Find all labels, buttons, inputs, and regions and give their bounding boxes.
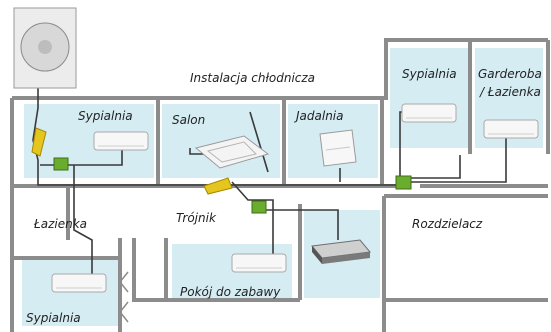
walls <box>10 38 550 332</box>
console-unit-jadalnia <box>319 129 357 167</box>
branch-box-center <box>251 200 267 214</box>
room-sypialnia-right <box>390 48 468 148</box>
label-rozdzielacz: Rozdzielacz <box>412 217 483 231</box>
cassette-unit-salon <box>194 135 270 169</box>
indoor-unit-pokoj <box>231 253 287 273</box>
label-sypialnia-bottom: Sypialnia <box>26 311 81 325</box>
branch-fittings <box>31 127 412 214</box>
label-jadalnia: Jadalnia <box>294 109 344 123</box>
indoor-unit-sypialnia-bottom <box>51 273 107 293</box>
door-marks <box>119 271 129 323</box>
ducted-unit <box>311 239 371 264</box>
room-sypialnia-bottom <box>22 260 118 326</box>
label-garderoba-line1: Garderoba <box>478 67 542 81</box>
label-salon: Salon <box>172 113 205 127</box>
label-sypialnia-top: Sypialnia <box>78 109 133 123</box>
tee-fitting-center <box>203 177 233 195</box>
label-lazienka: Łazienka <box>33 217 87 231</box>
label-sypialnia-right: Sypialnia <box>402 67 457 81</box>
label-instalacja: Instalacja chłodnicza <box>190 71 315 85</box>
branch-box-rozdzielacz <box>395 175 412 190</box>
label-trojnik: Trójnik <box>176 211 217 225</box>
branch-box-left <box>53 157 69 171</box>
indoor-unit-sypialnia-top <box>93 131 149 151</box>
tee-fitting-left <box>31 127 47 157</box>
label-pokoj: Pokój do zabawy <box>180 285 281 299</box>
outdoor-unit <box>13 7 77 89</box>
indoor-unit-sypialnia-right <box>401 103 457 123</box>
label-garderoba-line2: / Łazienka <box>479 85 541 99</box>
indoor-unit-garderoba <box>483 119 539 139</box>
